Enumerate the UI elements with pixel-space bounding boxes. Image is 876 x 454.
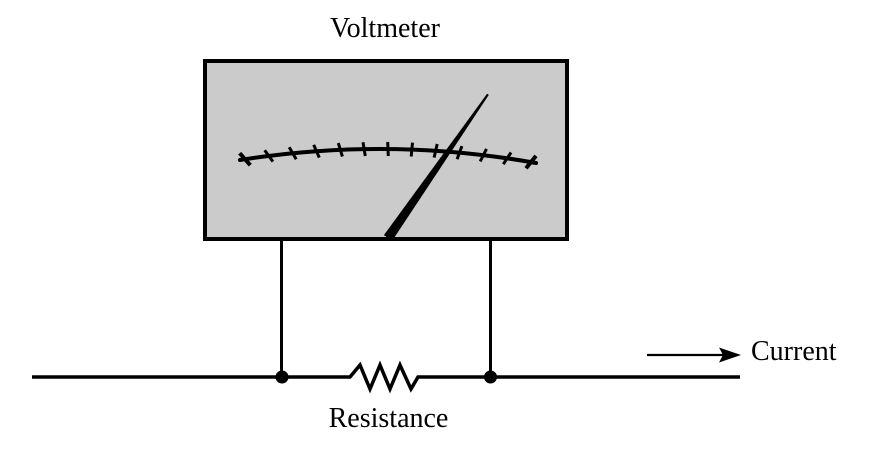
resistance-label: Resistance — [329, 403, 449, 434]
voltmeter-label: Voltmeter — [330, 13, 441, 44]
scale-tick — [312, 144, 321, 159]
meter-scale-ticks — [238, 141, 538, 170]
scale-tick — [336, 142, 344, 157]
scale-end-tick — [238, 151, 252, 167]
scale-tick — [502, 151, 513, 166]
current-arrow-icon — [647, 347, 741, 363]
voltmeter — [203, 59, 569, 241]
scale-tick — [432, 143, 439, 158]
scale-tick — [455, 145, 464, 160]
scale-tick — [478, 148, 488, 163]
scale-tick — [263, 149, 275, 163]
junction-dot-right — [484, 370, 497, 384]
scale-tick — [287, 146, 298, 161]
scale-end-tick — [524, 154, 538, 170]
arrow-head — [719, 347, 741, 363]
main-wire-with-resistor — [32, 360, 740, 394]
junction-dot-left — [275, 370, 289, 384]
scale-tick — [386, 141, 390, 157]
scale-tick — [409, 142, 414, 157]
current-label: Current — [751, 336, 837, 367]
meter-needle — [383, 93, 489, 241]
scale-tick — [361, 141, 367, 157]
